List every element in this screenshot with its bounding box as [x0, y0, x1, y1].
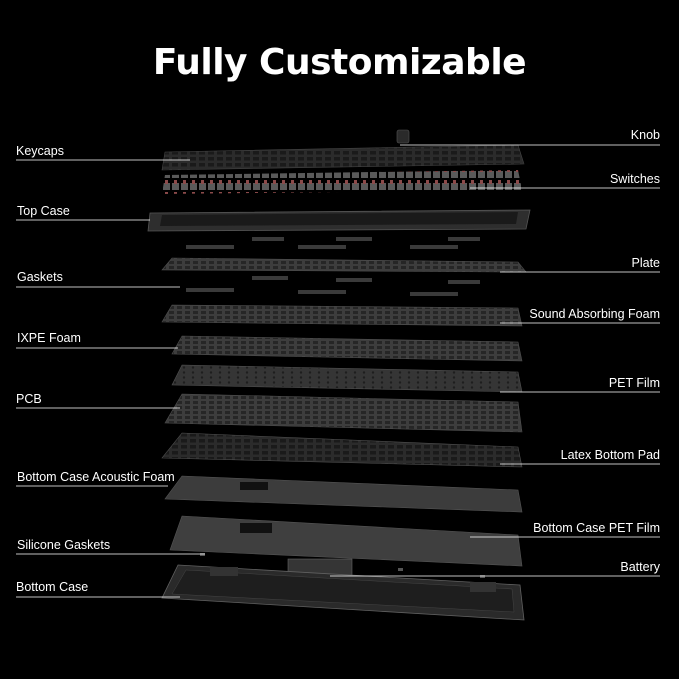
ixpe-foam-layer	[171, 335, 523, 362]
label-bottom-case-pet-film: Bottom Case PET Film	[533, 521, 660, 535]
pcb-layer	[164, 393, 523, 433]
knob-part	[396, 129, 410, 144]
label-pet-film: PET Film	[608, 376, 660, 390]
label-battery: Battery	[620, 560, 660, 574]
top-case-layer	[147, 209, 531, 232]
right-leader-lines	[330, 144, 660, 577]
label-bottom-case: Bottom Case	[16, 580, 89, 594]
label-keycaps: Keycaps	[16, 144, 64, 158]
left-leader-lines	[16, 159, 205, 598]
bottom-case-acoustic-foam-layer	[164, 475, 523, 513]
plate-layer	[161, 257, 527, 273]
bottom-case-pet-film-layer	[169, 515, 523, 567]
latex-bottom-pad-layer	[161, 432, 523, 468]
sound-absorbing-foam-layer	[161, 304, 523, 327]
label-silicone-gaskets: Silicone Gaskets	[17, 538, 111, 552]
label-switches: Switches	[609, 172, 660, 186]
page-title: Fully Customizable	[152, 42, 527, 83]
label-top-case: Top Case	[17, 204, 70, 218]
switches-layer	[162, 170, 522, 194]
label-bottom-case-acoustic-foam: Bottom Case Acoustic Foam	[17, 470, 175, 484]
label-latex-bottom-pad: Latex Bottom Pad	[560, 448, 660, 462]
pet-film-layer	[171, 364, 523, 393]
keycaps-layer	[161, 129, 525, 171]
label-ixpe-foam: IXPE Foam	[17, 331, 81, 345]
label-plate: Plate	[631, 256, 661, 270]
label-knob: Knob	[630, 128, 660, 142]
gaskets-layer	[186, 237, 480, 296]
bottom-case-layer	[161, 564, 525, 621]
label-pcb: PCB	[16, 392, 42, 406]
label-sound-absorbing-foam: Sound Absorbing Foam	[529, 307, 660, 321]
label-gaskets: Gaskets	[17, 270, 63, 284]
